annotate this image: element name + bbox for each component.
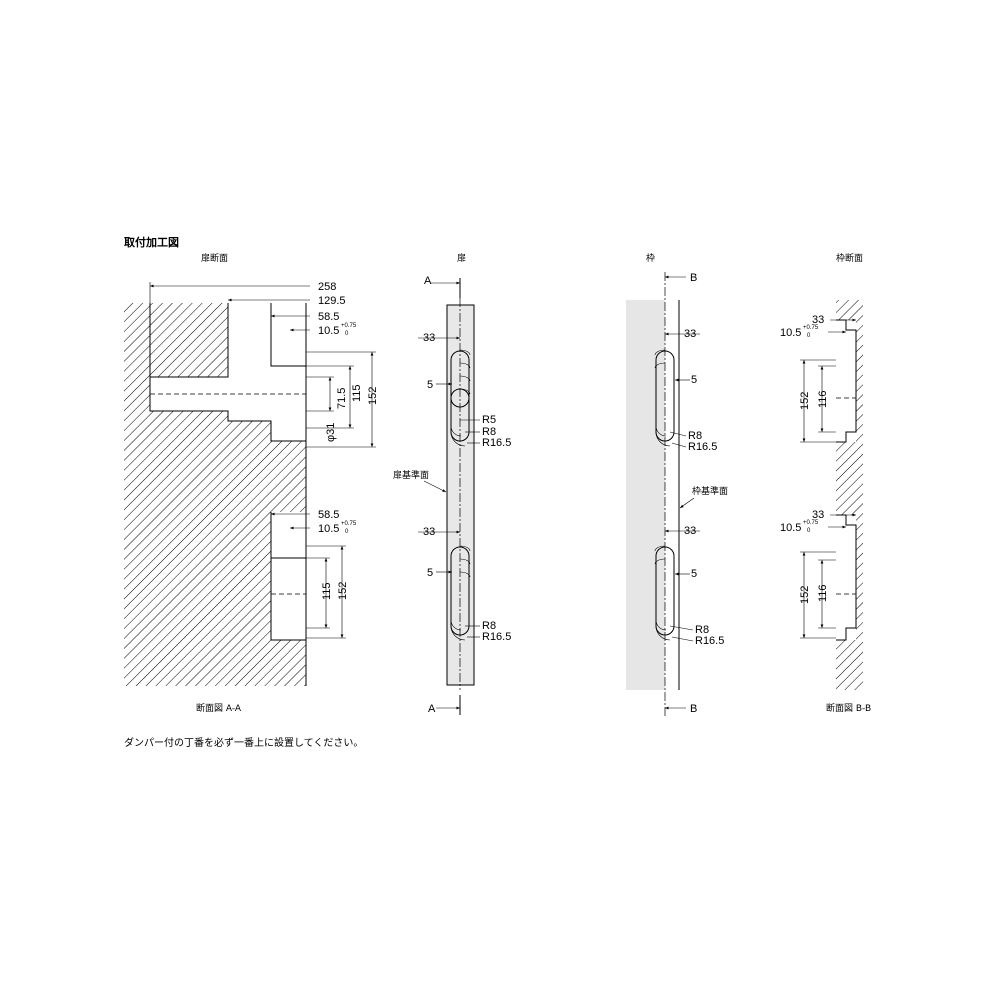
dim-33-frame-top: 33 [684,328,696,340]
svg-text:0: 0 [345,529,349,535]
dim-33-door-bottom: 33 [423,526,435,538]
label-section-aa: 断面図 A-A [196,702,242,714]
frame-slot-top [655,350,675,442]
dim-152-bottom: 152 [337,582,349,600]
frame-slot-bottom [655,546,675,636]
dim-58-5-bottom: 58.5 [318,509,339,521]
frame-view: B B 33 5 R8 R16.5 枠基準面 33 5 R8 R16.5 [626,272,728,718]
dim-115-top: 115 [351,384,363,402]
dim-10-5-top: 10.5 [318,325,339,337]
dim-10-5-frame-sec-top: 10.5 [780,327,801,339]
dim-116-frame-sec-top: 116 [817,390,829,408]
dim-r8-frame-top: R8 [688,430,702,442]
dim-115-bottom: 115 [321,582,333,600]
dim-58-5-top: 58.5 [318,311,339,323]
dim-r8-frame-bottom: R8 [695,624,709,636]
dim-phi31: φ31 [325,423,337,442]
dim-5-door-top: 5 [427,379,433,391]
pocket-outline-top [149,303,306,442]
dim-5-frame-bottom: 5 [691,568,697,580]
dim-71-5: 71.5 [336,388,348,409]
cut-a-top: A [424,275,432,287]
dim-152-frame-sec-bottom: 152 [799,586,811,604]
section-aa: 258 129.5 58.5 10.5 +0.75 0 152 115 71.5… [124,281,379,714]
hinge-pocket-top [271,303,307,441]
frame-pocket-top [836,319,857,443]
dim-r5: R5 [482,414,496,426]
dim-152-top: 152 [367,387,379,405]
dim-r16-5-frame-bottom: R16.5 [695,635,724,647]
label-frame: 枠 [646,252,655,264]
drawing-title: 取付加工図 [124,235,179,249]
section-bb: 33 10.5 +0.75 0 152 116 33 10.5 +0.75 0 … [780,300,871,714]
installation-note: ダンパー付の丁番を必ず一番上に設置してください。 [124,736,363,749]
label-door-ref: 扉基準面 [393,469,429,481]
frame-pocket-bottom [836,514,857,641]
pocket-outline-bottom [270,512,306,641]
label-door-section: 扉断面 [201,252,228,264]
dim-r16-5-door-bottom: R16.5 [482,631,511,643]
svg-text:0: 0 [807,333,811,339]
dim-33-frame-bottom: 33 [684,525,696,537]
cut-b-top: B [690,272,697,284]
door-view: A A 33 5 R5 R8 R16.5 扉基準面 33 5 R8 R16. [393,275,511,715]
dim-5-door-bottom: 5 [427,567,433,579]
dim-33-frame-sec-top: 33 [812,314,824,326]
dim-r8-door-bottom: R8 [482,620,496,632]
dim-258: 258 [318,281,336,293]
label-frame-section: 枠断面 [836,252,863,264]
svg-text:0: 0 [345,331,349,337]
dim-10-5-frame-sec-bottom: 10.5 [780,522,801,534]
svg-text:+0.75: +0.75 [803,325,819,331]
cut-b-bottom: B [690,703,697,715]
dim-r16-5-frame-top: R16.5 [688,441,717,453]
dim-33-door-top: 33 [423,332,435,344]
svg-text:+0.75: +0.75 [341,323,357,329]
svg-text:0: 0 [807,528,811,534]
dim-129-5: 129.5 [318,295,346,307]
cut-a-bottom: A [428,703,436,715]
hinge-pocket-bottom [271,512,307,640]
dim-10-5-bottom: 10.5 [318,523,339,535]
dim-116-frame-sec-bottom: 116 [817,584,829,602]
dim-152-frame-sec-top: 152 [799,392,811,410]
dim-r16-5-door-top: R16.5 [482,437,511,449]
label-section-bb: 断面図 B-B [826,702,871,714]
label-door: 扉 [457,252,466,264]
dim-r8-door-top: R8 [482,426,496,438]
dim-33-frame-sec-bottom: 33 [812,509,824,521]
label-frame-ref: 枠基準面 [692,485,728,497]
svg-text:+0.75: +0.75 [803,520,819,526]
frame-face [626,300,665,690]
dim-5-frame-top: 5 [691,374,697,386]
svg-text:+0.75: +0.75 [341,521,357,527]
